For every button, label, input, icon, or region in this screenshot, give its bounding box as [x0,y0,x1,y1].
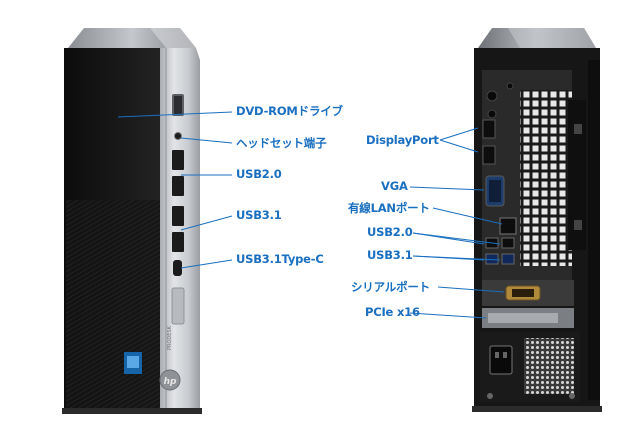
card-reader-slot [171,287,185,325]
callout-rear-usb2: USB2.0 [367,225,413,239]
callout-lines [117,111,505,319]
rear-usb2-port-2 [501,237,515,249]
callout-rear-usb3: USB3.1 [367,248,413,262]
rear-case [472,28,602,412]
callout-vga: VGA [381,179,408,193]
callout-dvd-rom-drive: DVD-ROMドライブ [236,104,343,118]
callout-headset-jack: ヘッドセット端子 [236,136,327,150]
callout-serial-port: シリアルポート [351,280,430,294]
callout-displayport: DisplayPort [366,133,439,147]
svg-text:hp: hp [164,377,177,387]
callout-front-usb3: USB3.1 [236,208,282,222]
callout-front-usb2: USB2.0 [236,167,282,181]
front-ports: hp PRODESK [124,94,185,391]
callout-pcie-x16: PCIe x16 [365,305,420,319]
rear-usb3-port-2 [501,253,515,265]
usb3-port-2 [172,232,184,252]
usb2-port-1 [172,150,184,170]
power-connector [489,345,513,375]
usb-type-c-port [173,260,182,276]
lan-port [499,217,517,235]
usb2-port-2 [172,176,184,196]
callout-front-usb3-type-c: USB3.1Type-C [236,252,324,266]
prodesk-brand-text: PRODESK [167,325,173,350]
headset-jack [174,132,182,140]
front-case [62,28,202,414]
displayport-2 [482,145,496,165]
displayport-1 [482,119,496,139]
hp-logo [159,369,181,391]
callout-wired-lan: 有線LANポート [348,201,430,215]
usb3-port-1 [172,206,184,226]
